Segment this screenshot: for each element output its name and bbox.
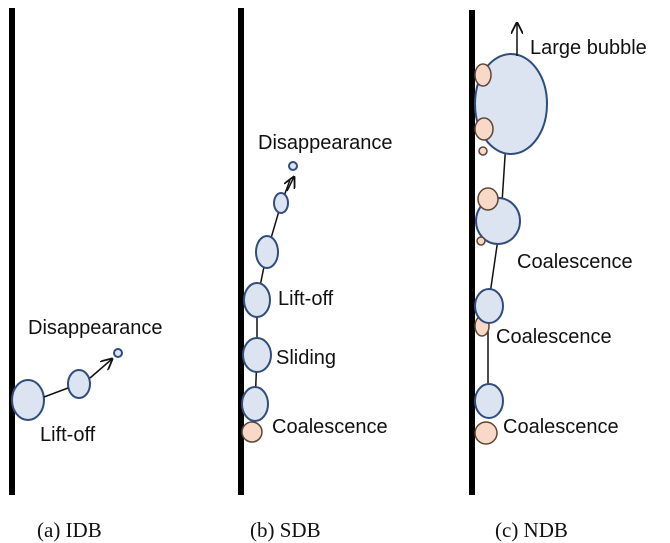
bubble-sdb-2 <box>242 337 272 373</box>
small-bubble-ndb-top-1 <box>474 63 492 87</box>
caption-ndb: (c) NDB <box>495 518 568 542</box>
small-bubble-ndb-upper-2 <box>476 236 486 246</box>
bubble-sdb-3 <box>243 282 271 318</box>
arrow-sdb <box>287 177 294 192</box>
small-bubble-ndb-top-3 <box>478 146 488 156</box>
label-ndb-coalescence-2: Coalescence <box>496 326 612 348</box>
label-sdb-liftoff: Lift-off <box>278 288 334 310</box>
bubble-sdb-1 <box>241 386 269 422</box>
small-bubble-sdb <box>241 421 263 443</box>
panel-sdb: Disappearance Lift-off Sliding Coalescen… <box>238 8 393 542</box>
small-bubble-ndb-bottom <box>474 421 498 445</box>
small-bubble-ndb-upper-1 <box>477 187 499 211</box>
caption-sdb: (b) SDB <box>250 518 321 542</box>
arrow-idb <box>89 359 112 379</box>
label-sdb-coalescence: Coalescence <box>272 416 388 438</box>
label-ndb-coalescence-1: Coalescence <box>517 251 633 273</box>
bubble-idb-1 <box>11 379 45 421</box>
label-sdb-disappearance: Disappearance <box>258 132 393 154</box>
bubble-idb-2 <box>67 369 91 399</box>
panel-idb: Disappearance Lift-off (a) IDB <box>9 8 163 542</box>
bubble-ndb-middle <box>474 288 504 324</box>
bubble-sdb-4 <box>255 235 279 269</box>
label-idb-liftoff: Lift-off <box>40 424 96 446</box>
trajectory-idb-1 <box>43 387 69 398</box>
panel-ndb: Large bubble Coalescence Coalescence Coa… <box>469 10 647 542</box>
bubble-sdb-6 <box>288 161 298 171</box>
small-bubble-ndb-top-2 <box>474 117 494 141</box>
bubble-idb-3 <box>113 348 123 358</box>
caption-idb: (a) IDB <box>37 518 102 542</box>
label-ndb-coalescence-3: Coalescence <box>503 416 619 438</box>
bubble-sdb-5 <box>273 192 289 214</box>
label-ndb-large-bubble: Large bubble <box>530 37 647 59</box>
label-idb-disappearance: Disappearance <box>28 317 163 339</box>
label-sdb-sliding: Sliding <box>276 347 336 369</box>
bubble-ndb-bottom <box>474 383 504 419</box>
